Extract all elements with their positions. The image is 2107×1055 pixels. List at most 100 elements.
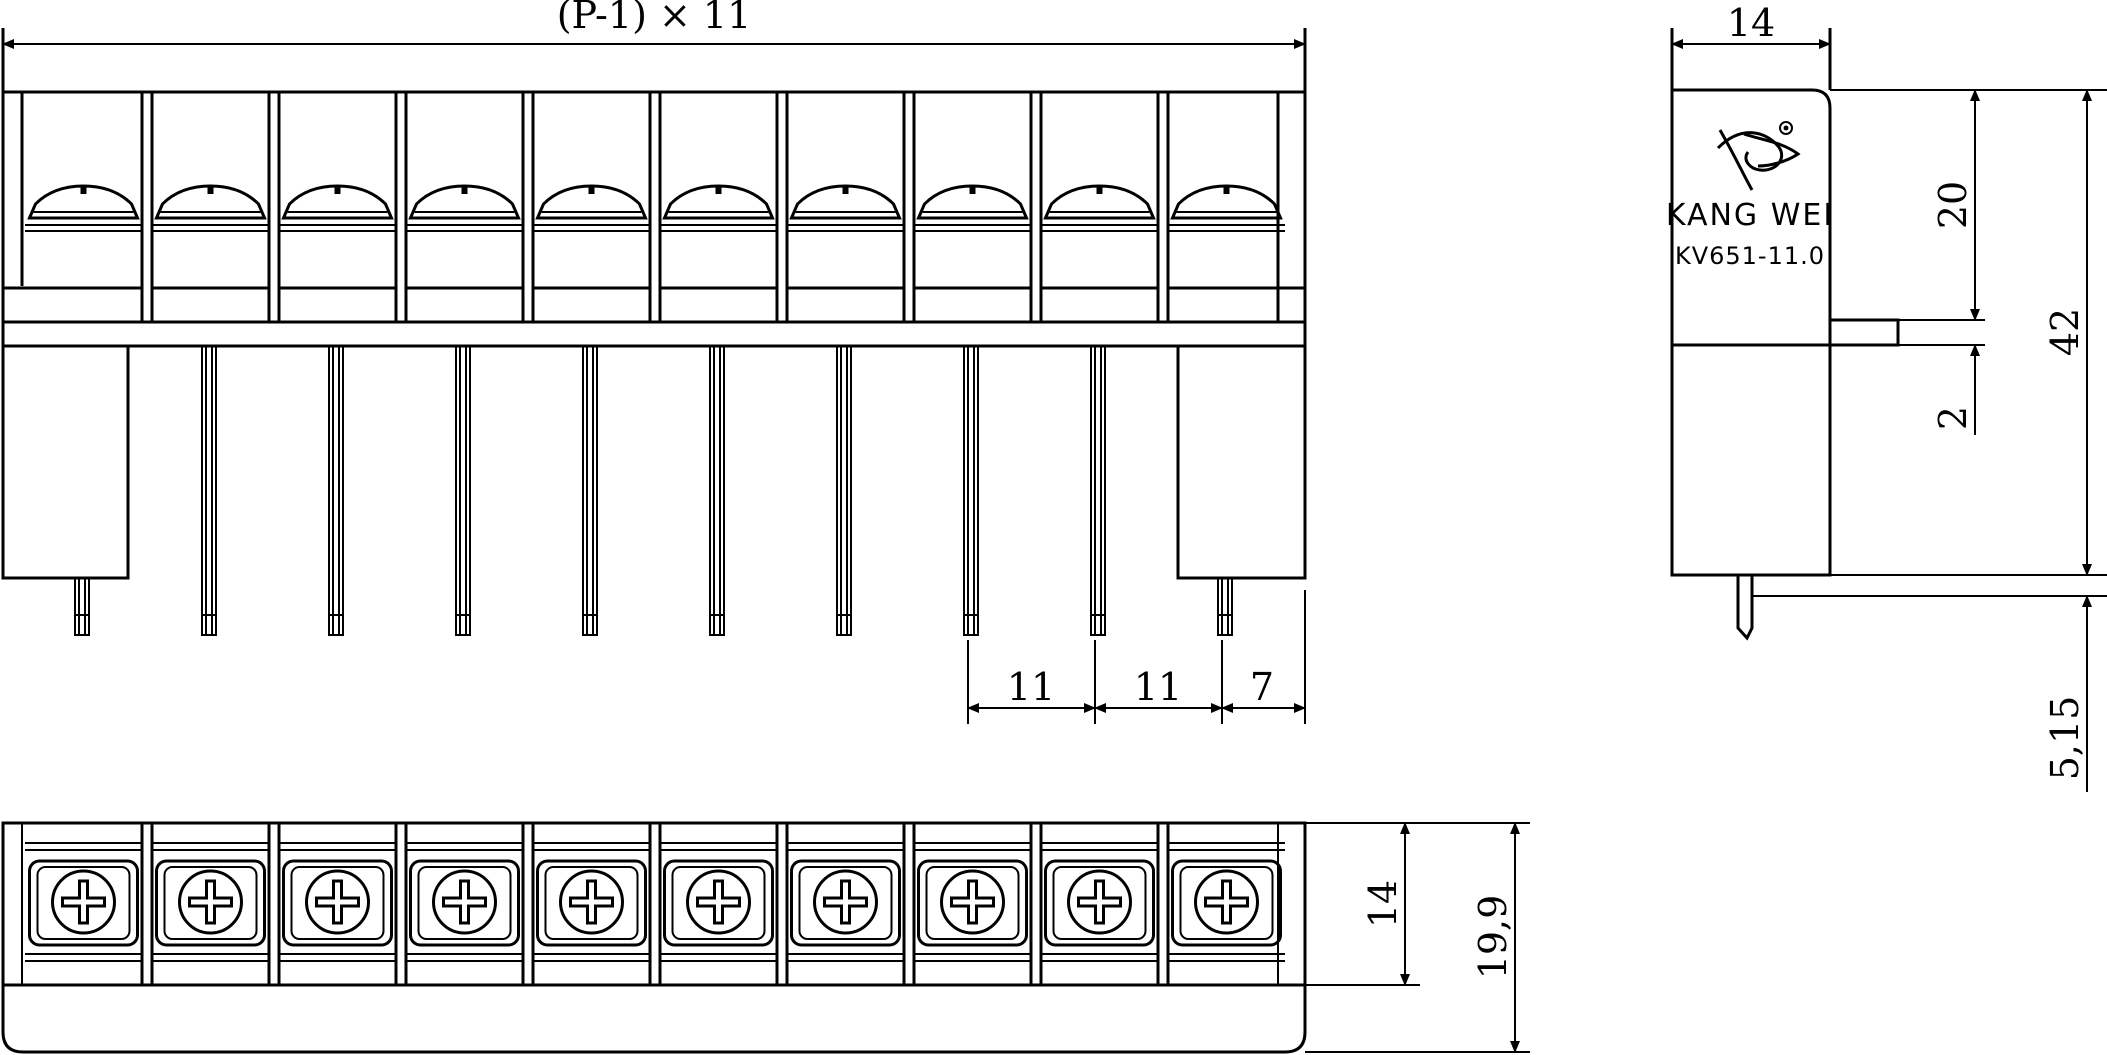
phillips-cross [442,879,487,925]
phillips-cross [1077,879,1122,925]
brand-name: KANG WEI [1666,198,1834,233]
screw-clamp [1041,184,1158,232]
screw-cap [408,184,521,220]
screw-clamp [406,184,523,232]
screw-head [940,869,1005,935]
pole-divider [140,821,154,987]
screw-clamp [533,184,650,232]
solder-pin [201,345,217,636]
screw-terminal [406,842,523,962]
screw-clamp [279,184,396,232]
screw-head [813,869,878,935]
screw-clamp [25,184,142,232]
solder-pin [1090,345,1106,636]
upper-height-label: 20 [1931,181,1975,229]
screw-cap [154,184,267,220]
phillips-cross [61,879,106,925]
inner-width-label: 14 [1361,880,1405,928]
front-view-dimensions: (P-1) × 11 11 11 7 [1,0,1307,724]
pole-divider [267,821,281,987]
pole-divider [394,90,408,324]
screw-head [178,869,243,935]
pole-divider [1156,821,1170,987]
screw-head [686,869,751,935]
pole-divider [394,821,408,987]
outer-width-label: 19,9 [1471,895,1515,980]
solder-pin [328,345,344,636]
pitch-b-label: 11 [1134,665,1182,709]
screw-terminal [279,842,396,962]
model-number: KV651-11.0 [1675,242,1825,270]
top-view [1,821,1307,1054]
screw-terminals [25,821,1285,987]
screw-cap [27,184,140,220]
pole-divider [521,821,535,987]
step-height-label: 2 [1931,406,1975,430]
end-offset-label: 7 [1250,665,1274,709]
pole-divider [648,821,662,987]
side-view-dimensions: 14 20 2 42 5,15 [1670,1,2107,792]
pole-divider [902,90,916,324]
pole-divider [1029,90,1043,324]
screw-head [559,869,624,935]
solder-pin [1217,577,1233,636]
solder-pins [74,345,1233,636]
screw-head [432,869,497,935]
screw-clamp [152,184,269,232]
pin-length-label: 5,15 [2043,696,2087,781]
right-mounting-leg [1176,344,1307,580]
pole-divider [648,90,662,324]
pole-divider [267,90,281,324]
screw-head [1067,869,1132,935]
screw-terminal [25,842,142,962]
left-mounting-leg [1,344,130,580]
screw-clamp [1168,184,1285,232]
pole-divider [140,90,154,324]
screw-terminal [660,842,777,962]
screw-terminal [914,842,1031,962]
solder-pin [963,345,979,636]
top-view-dimensions: 14 19,9 [1305,822,1530,1053]
phillips-cross [315,879,360,925]
side-view: KANG WEI KV651-11.0 [1666,88,1900,641]
screw-cap [1043,184,1156,220]
screw-head [305,869,370,935]
phillips-cross [1204,879,1249,925]
overall-length-label: (P-1) × 11 [557,0,752,37]
solder-pin [455,345,471,636]
pole-divider [1156,90,1170,324]
screw-cap [662,184,775,220]
total-height-label: 42 [2043,308,2087,356]
screw-terminal [533,842,650,962]
front-view [1,90,1307,636]
phillips-cross [696,879,741,925]
pole-divider [521,90,535,324]
pole-divider [775,821,789,987]
phillips-cross [823,879,868,925]
screw-head [51,869,116,935]
phillips-cross [950,879,995,925]
screw-clamp [787,184,904,232]
screw-cap [916,184,1029,220]
screw-terminal [1168,842,1285,962]
screw-cap [281,184,394,220]
screw-terminal [152,842,269,962]
pole-dividers [140,90,1170,324]
screw-cap [789,184,902,220]
screw-cap [1170,184,1283,220]
phillips-cross [188,879,233,925]
solder-pin [74,577,90,636]
solder-pin [582,345,598,636]
screw-head [1194,869,1259,935]
screw-clamps [25,184,1285,232]
screw-clamp [914,184,1031,232]
pitch-a-label: 11 [1007,665,1055,709]
pole-divider [775,90,789,324]
kang-wei-logo [1716,121,1801,191]
screw-cap [535,184,648,220]
solder-pin [709,345,725,636]
solder-pin [836,345,852,636]
screw-clamp [660,184,777,232]
screw-terminal [1041,842,1158,962]
